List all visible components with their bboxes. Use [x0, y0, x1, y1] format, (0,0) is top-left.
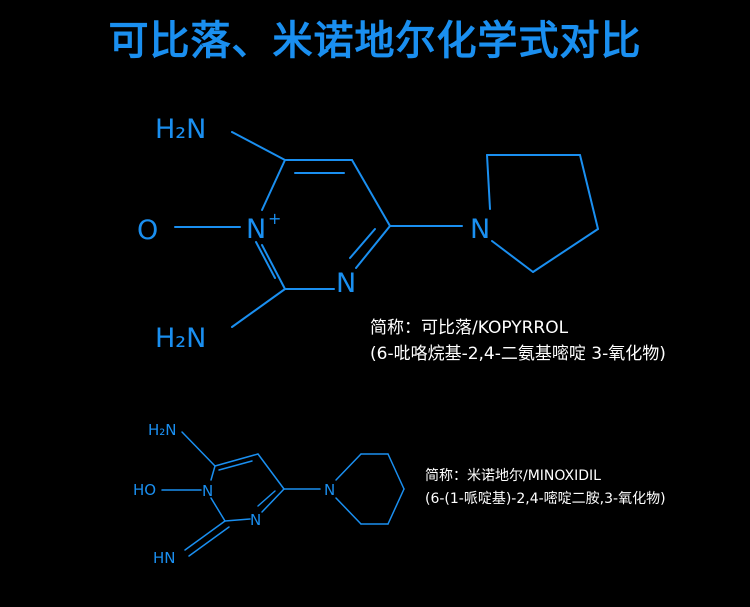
bond — [355, 225, 391, 269]
atom-n-piperidine: N — [324, 481, 335, 499]
kopyrrol-name: 简称：可比落/KOPYRROL — [370, 318, 569, 338]
bond — [261, 244, 286, 290]
kopyrrol-chemical-name: (6-吡咯烷基-2,4-二氨基嘧啶 3-氧化物) — [370, 344, 666, 364]
bond — [335, 453, 362, 481]
page-title: 可比落、米诺地尔化学式对比 — [108, 18, 642, 64]
minoxidil-name: 简称：米诺地尔/MINOXIDIL — [425, 468, 601, 484]
atom-ho: HO — [133, 481, 156, 499]
minoxidil-caption: 简称：米诺地尔/MINOXIDIL (6-(1-哌啶基)-2,4-嘧啶二胺,3-… — [425, 465, 666, 511]
kopyrrol-caption: 简称：可比落/KOPYRROL (6-吡咯烷基-2,4-二氨基嘧啶 3-氧化物) — [370, 315, 666, 367]
atom-n-plus: N — [246, 214, 266, 245]
bond — [387, 453, 405, 490]
bond — [257, 453, 285, 490]
bond — [491, 240, 534, 273]
bond-imine — [184, 520, 226, 551]
bond-double-inner — [255, 241, 276, 279]
bond-double-inner — [349, 228, 376, 259]
bond — [261, 159, 286, 211]
atom-h2n-bottom: H₂N — [155, 323, 206, 354]
atom-h2n: H₂N — [148, 421, 177, 439]
bond-nh2-top — [231, 131, 286, 161]
bond — [351, 159, 391, 227]
bond — [214, 453, 259, 467]
minoxidil-chemical-name: (6-(1-哌啶基)-2,4-嘧啶二胺,3-氧化物) — [425, 491, 666, 507]
bond-double-inner — [218, 460, 253, 471]
bond-double-inner — [257, 490, 276, 507]
atom-n1: N — [202, 482, 213, 500]
bond — [579, 154, 599, 230]
atom-h2n-top: H₂N — [155, 114, 206, 145]
charge-plus: + — [268, 209, 281, 228]
bond — [387, 488, 405, 525]
bond-nh2 — [181, 431, 216, 467]
bond — [261, 488, 285, 513]
bond — [210, 465, 216, 481]
bond — [486, 154, 491, 210]
atom-n3: N — [250, 511, 261, 529]
atom-n-pyrrolidine: N — [470, 214, 490, 245]
atom-hn: HN — [153, 549, 176, 567]
bond — [335, 497, 362, 525]
bond — [210, 497, 226, 522]
atom-n-ring: N — [336, 268, 356, 299]
bond-imine-double — [188, 526, 230, 557]
atom-oxygen: O — [137, 215, 158, 246]
bond — [532, 228, 599, 273]
bond — [224, 518, 251, 522]
bond-nh2-bottom — [231, 288, 286, 328]
